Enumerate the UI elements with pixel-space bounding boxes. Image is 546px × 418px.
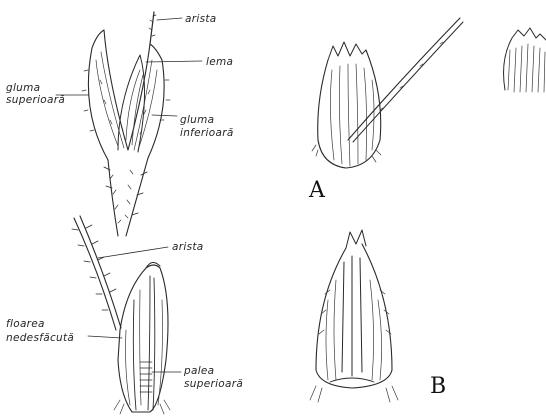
label-gluma-inferioara-line1: gluma <box>180 114 214 126</box>
label-floarea-line2: nedesfăcută <box>6 332 74 344</box>
label-arista-bottom: arista <box>172 241 204 253</box>
label-palea-line1: palea <box>183 365 214 377</box>
label-palea-line2: superioară <box>184 378 243 390</box>
label-gluma-superioara-line1: gluma <box>6 82 40 94</box>
figure-a-drawing <box>312 18 463 168</box>
leader-lines-top <box>56 18 202 116</box>
figure-partial-drawing <box>504 28 546 92</box>
label-arista-top: arista <box>185 13 217 25</box>
figure-letter-a: A <box>308 178 326 203</box>
label-gluma-superioara-line2: superioară <box>6 94 65 106</box>
label-lema: lema <box>206 56 233 68</box>
label-floarea-line1: floarea <box>6 318 45 330</box>
floret-drawing <box>72 216 170 414</box>
spikelet-drawing <box>82 12 170 236</box>
figure-b-drawing <box>310 230 398 402</box>
figure-letter-b: B <box>430 374 446 399</box>
label-gluma-inferioara-line2: inferioară <box>180 127 234 139</box>
